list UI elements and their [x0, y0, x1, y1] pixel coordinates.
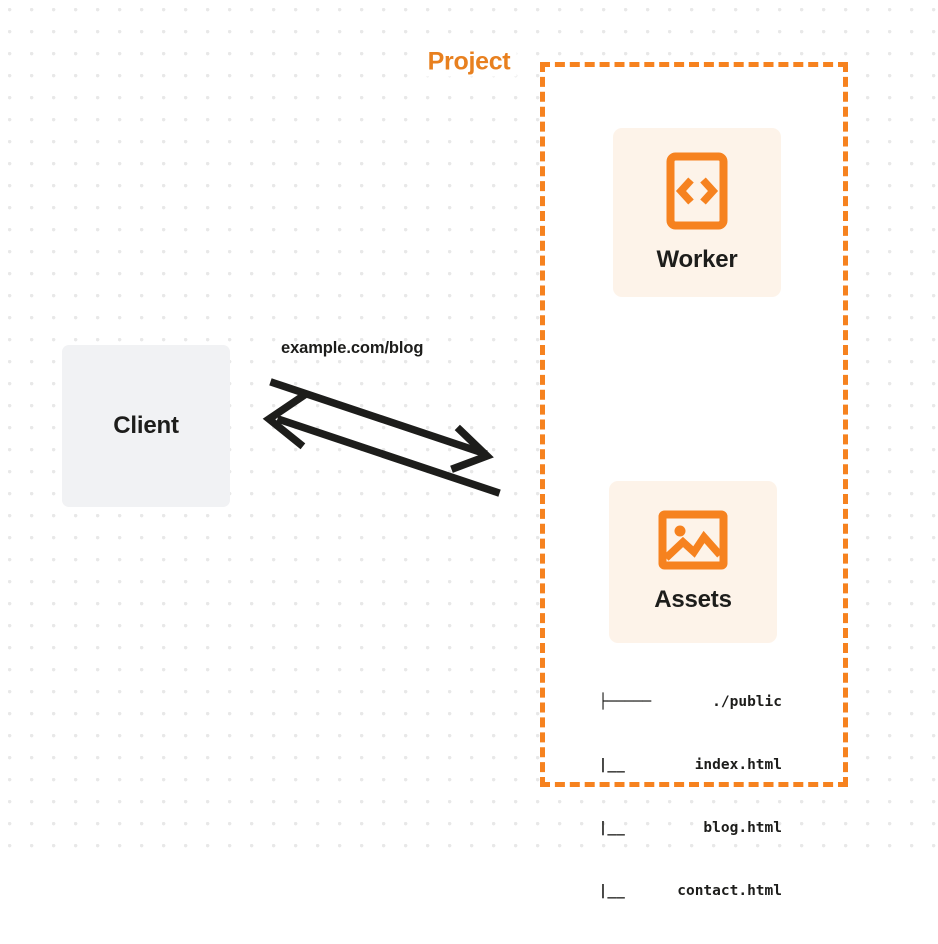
diagram-canvas: Client example.com/blog Project Worker [0, 0, 938, 899]
worker-label: Worker [656, 245, 738, 273]
arrow-client-to-project [269, 378, 494, 473]
assets-file-tree: ├───── ./public |__ index.html |__ blog.… [586, 650, 782, 944]
client-label: Client [113, 412, 179, 439]
project-title: Project [421, 47, 517, 77]
connection-label: example.com/blog [281, 339, 424, 357]
image-icon [658, 510, 728, 570]
code-file-icon [666, 152, 728, 230]
tree-row: |__ index.html [598, 757, 782, 773]
assets-label: Assets [654, 586, 732, 613]
tree-row: |__ contact.html [598, 883, 782, 899]
client-node[interactable]: Client [62, 345, 230, 507]
worker-node[interactable]: Worker [613, 128, 781, 297]
assets-node[interactable]: Assets [609, 481, 777, 643]
tree-row: |__ blog.html [598, 820, 782, 836]
tree-row: ├───── ./public [598, 694, 782, 710]
arrow-project-to-client [262, 390, 501, 497]
